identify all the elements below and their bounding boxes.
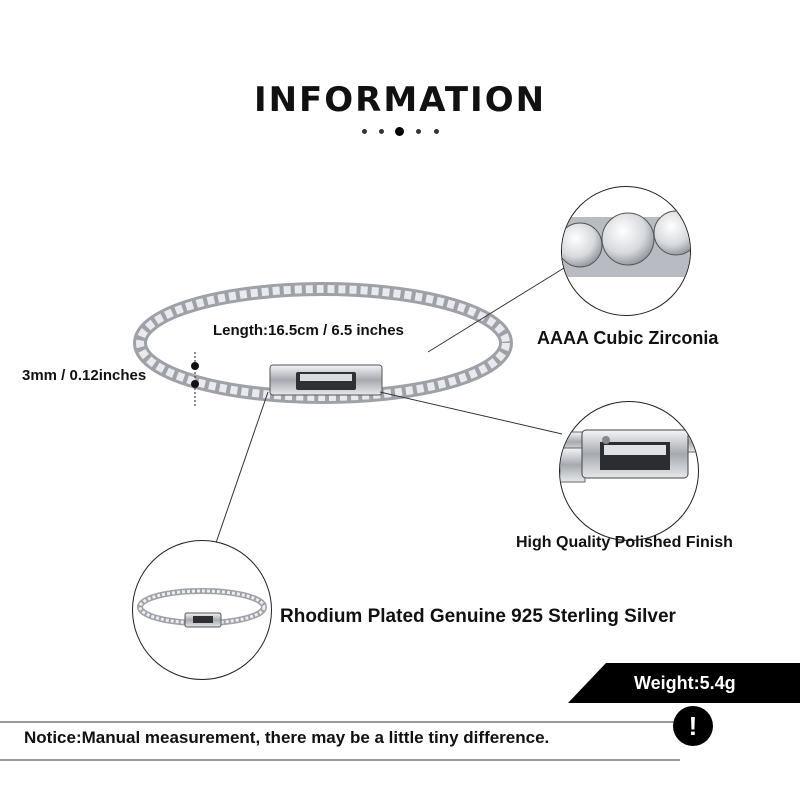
weight-badge [568,663,800,703]
page-title: INFORMATION [253,80,547,120]
notice-text: Notice:Manual measurement, there may be … [24,728,550,747]
width-label: 3mm / 0.12inches [22,367,147,384]
divider-dot [416,129,421,134]
length-label: Length:16.5cm / 6.5 inches [213,322,404,339]
stones-label: AAAA Cubic Zirconia [537,328,719,348]
weight-label: Weight:5.4g [634,673,736,693]
material-label: Rhodium Plated Genuine 925 Sterling Silv… [280,606,676,627]
finish-label: High Quality Polished Finish [516,534,733,551]
bracelet-clasp [269,364,383,396]
divider-dot [434,129,439,134]
finish-detail-circle [559,401,699,541]
stones-detail-circle [561,186,691,316]
exclamation-icon: ! [673,706,713,746]
width-marker [191,352,199,408]
bracelet [133,282,513,404]
material-detail-circle [132,540,272,680]
divider-dot [362,129,367,134]
divider-dot [379,129,384,134]
divider-dot [395,127,404,136]
title-divider-dots [362,127,442,137]
